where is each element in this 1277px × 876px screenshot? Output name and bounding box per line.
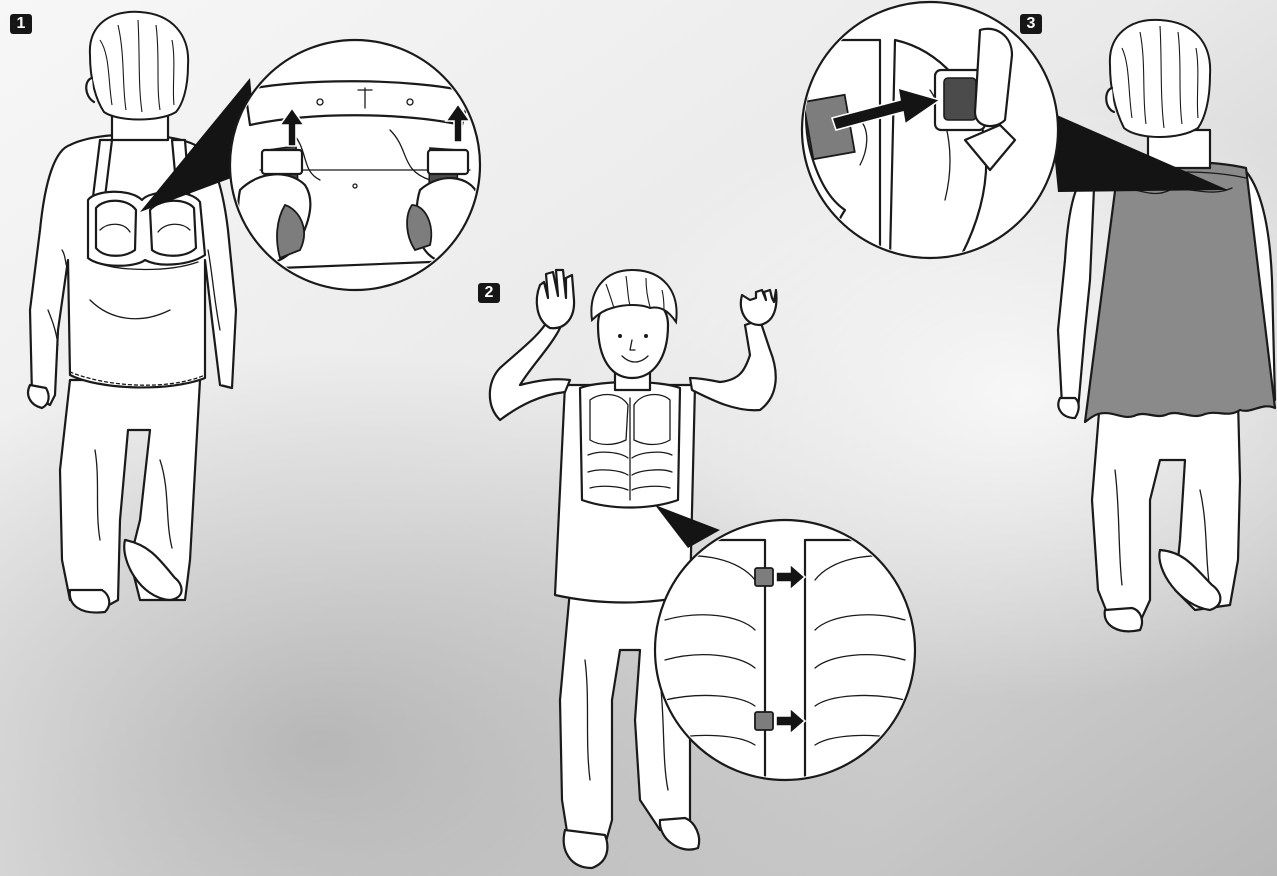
step-3-detail-magnifier: [802, 2, 1058, 265]
step-2-detail-magnifier: [655, 520, 915, 810]
step-3-child-back-view-with-cape: [1058, 20, 1275, 631]
step-1-detail-magnifier: [230, 40, 480, 290]
step-1-child-back-view: [28, 12, 236, 613]
cape: [1085, 162, 1275, 422]
